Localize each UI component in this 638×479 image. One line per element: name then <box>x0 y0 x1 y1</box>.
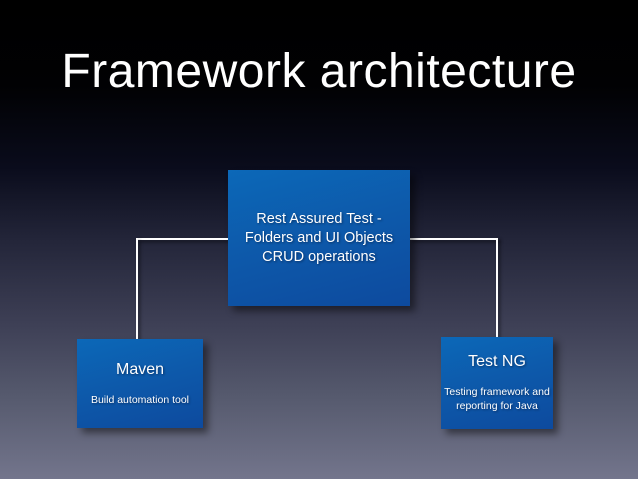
connector-left-horizontal <box>137 238 228 240</box>
connector-left-vertical <box>136 238 138 341</box>
node-subtitle-line: Testing framework and <box>444 386 550 398</box>
connector-right-horizontal <box>410 238 498 240</box>
node-text-line: CRUD operations <box>262 248 376 265</box>
node-subtitle: Build automation tool <box>90 393 190 406</box>
diagram-node-testng: Test NG Testing framework and reporting … <box>441 337 553 429</box>
node-subtitle-line: reporting for Java <box>456 400 538 412</box>
connector-right-vertical <box>496 238 498 339</box>
node-subtitle: Testing framework and reporting for Java <box>444 385 550 413</box>
diagram-node-rest-assured: Rest Assured Test - Folders and UI Objec… <box>228 170 410 306</box>
node-text-line: Folders and UI Objects <box>244 229 394 246</box>
diagram-node-maven: Maven Build automation tool <box>77 339 203 428</box>
node-title: Test NG <box>468 353 526 370</box>
page-title: Framework architecture <box>61 45 577 98</box>
node-title: Maven <box>115 360 165 378</box>
node-text-line: Rest Assured Test - <box>256 210 382 227</box>
